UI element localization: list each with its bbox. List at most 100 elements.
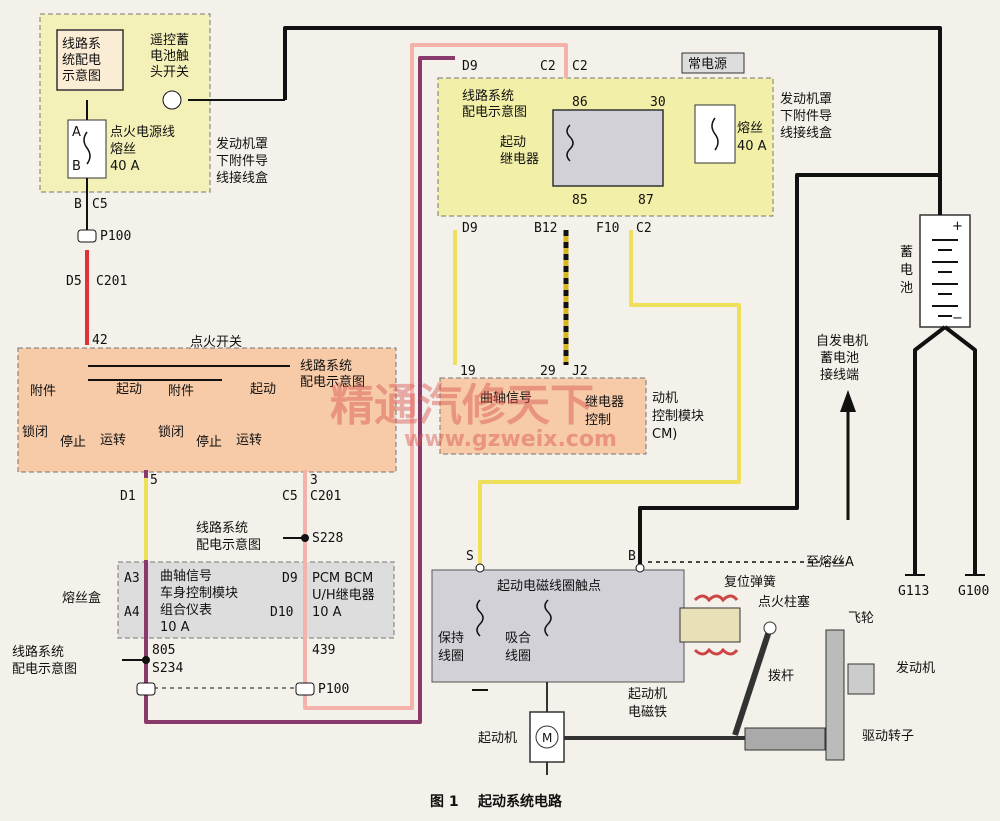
right-location-2: 下附件导	[780, 109, 832, 124]
wire-black-top	[283, 26, 942, 215]
plug-p100-right	[295, 682, 315, 696]
wires	[85, 26, 977, 724]
watermark: 精通汽修天下	[330, 380, 594, 431]
engine-label: 发动机	[896, 660, 935, 676]
bfuse-left-2: 车身控制模块	[160, 585, 238, 601]
hold-coil-2: 线圈	[438, 649, 464, 664]
const-power: 常电源	[688, 57, 727, 72]
bfuse-right-1: PCM BCM	[312, 571, 373, 586]
relay-85: 85	[572, 193, 588, 208]
pcm-box	[439, 377, 647, 455]
ign-fuse-rating: 40 A	[110, 159, 140, 174]
pcm-crank: 曲轴信号	[480, 391, 532, 406]
wiring-ref-line-3: 示意图	[62, 68, 101, 84]
rotor-label: 驱动转子	[862, 729, 914, 744]
battery-name-1: 蓄	[900, 245, 913, 260]
ign-fuse-label-2: 熔丝	[110, 142, 136, 157]
ign-fuse-label-1: 点火电源线	[110, 125, 175, 140]
conn-b12: B12	[534, 221, 557, 236]
relay-name-2: 继电器	[500, 152, 539, 167]
hold-coil	[476, 599, 484, 637]
alt-terminal-2: 蓄电池	[820, 351, 859, 366]
bfuse-left-4: 10 A	[160, 620, 190, 635]
alt-terminal-arrow	[840, 390, 856, 412]
ign-start-a: 起动	[116, 382, 142, 397]
bfuse-left-1: 曲轴信号	[160, 569, 212, 584]
pull-coil-1: 吸合	[505, 631, 531, 646]
wire-yellow-solenoid	[478, 230, 741, 565]
conn-p100-top: P100	[100, 229, 131, 244]
drive-rotor	[744, 727, 826, 751]
wire-g100	[943, 325, 977, 575]
mid-ref-1: 线路系统	[196, 520, 248, 536]
ign-lock-b: 锁闭	[158, 424, 184, 440]
conn-g113: G113	[898, 584, 929, 599]
conn-d9-top: D9	[462, 59, 478, 74]
relay-87: 87	[638, 193, 654, 208]
fuse-symbols	[83, 117, 719, 637]
magnet-label-1: 起动机	[628, 687, 667, 702]
start-relay	[552, 109, 664, 187]
wire-black-battery	[638, 173, 942, 565]
conn-d9-mid: D9	[462, 221, 478, 236]
pull-coil	[544, 599, 552, 637]
pcm-name-2: 控制模块	[652, 409, 704, 424]
conn-42: 42	[92, 333, 108, 348]
spring-lower	[693, 647, 739, 656]
conn-c201-top: C201	[96, 274, 127, 289]
conn-d9-low: D9	[282, 571, 298, 586]
conn-p100-bot: P100	[318, 682, 349, 697]
fuse-symbol-left	[83, 131, 91, 165]
engine-block	[847, 663, 875, 695]
conn-5: 5	[150, 473, 158, 488]
remote-switch-line-2: 电池触	[150, 49, 189, 64]
to-fuse-a: 至熔丝A	[806, 555, 854, 570]
mid-ref-2: 配电示意图	[196, 537, 261, 553]
spring	[693, 594, 739, 603]
ign-lock-a: 锁闭	[22, 424, 48, 440]
alt-terminal-1: 自发电机	[816, 333, 868, 349]
relay-wiring-ref-2: 配电示意图	[462, 104, 527, 120]
relay-30: 30	[650, 95, 666, 110]
low-ref-2: 配电示意图	[12, 661, 77, 677]
pcm-relay-ctrl-1: 继电器	[585, 395, 624, 410]
conn-19: 19	[460, 364, 476, 379]
solenoid-box	[431, 569, 685, 683]
terminal-b	[635, 563, 645, 573]
conn-c5-top: C5	[92, 197, 108, 212]
pcm-name-1: 动机	[652, 391, 678, 406]
left-location-2: 下附件导	[216, 154, 268, 169]
ign-off-a: 停止	[60, 434, 86, 450]
left-location-1: 发动机罩	[216, 136, 268, 152]
motor-m: M	[542, 731, 552, 745]
bfuse-right-3: 10 A	[312, 605, 342, 620]
wire-g113	[913, 325, 947, 575]
conn-a3: A3	[124, 571, 140, 586]
hold-coil-1: 保持	[438, 631, 464, 646]
conn-b-sol: B	[628, 549, 636, 564]
left-location-3: 线接线盒	[216, 170, 268, 186]
wiring-ref-box	[56, 29, 124, 91]
solenoid-contacts: 起动电磁线圈触点	[497, 579, 601, 594]
pull-coil-2: 线圈	[505, 649, 531, 664]
conn-d1: D1	[120, 489, 136, 504]
wire-pink	[303, 43, 568, 710]
fuse-box-bottom	[117, 561, 395, 639]
low-ref-1: 线路系统	[12, 644, 64, 660]
conn-3: 3	[310, 473, 318, 488]
splice-s228	[301, 534, 309, 542]
ign-acc-b: 附件	[168, 384, 194, 399]
battery-plus: +	[952, 219, 963, 234]
shift-lever	[732, 627, 773, 736]
lever-pivot	[763, 621, 777, 635]
relay-coil	[566, 124, 574, 162]
conn-c5-mid: C5	[282, 489, 298, 504]
ign-start-b: 起动	[250, 382, 276, 397]
grounds	[472, 574, 985, 691]
conn-805: 805	[152, 643, 175, 658]
conn-s234: S234	[152, 661, 183, 676]
pcm-name-3: CM)	[652, 427, 677, 442]
ign-run-b: 运转	[236, 433, 262, 448]
conn-s228: S228	[312, 531, 343, 546]
relay-name-1: 起动	[500, 135, 526, 150]
